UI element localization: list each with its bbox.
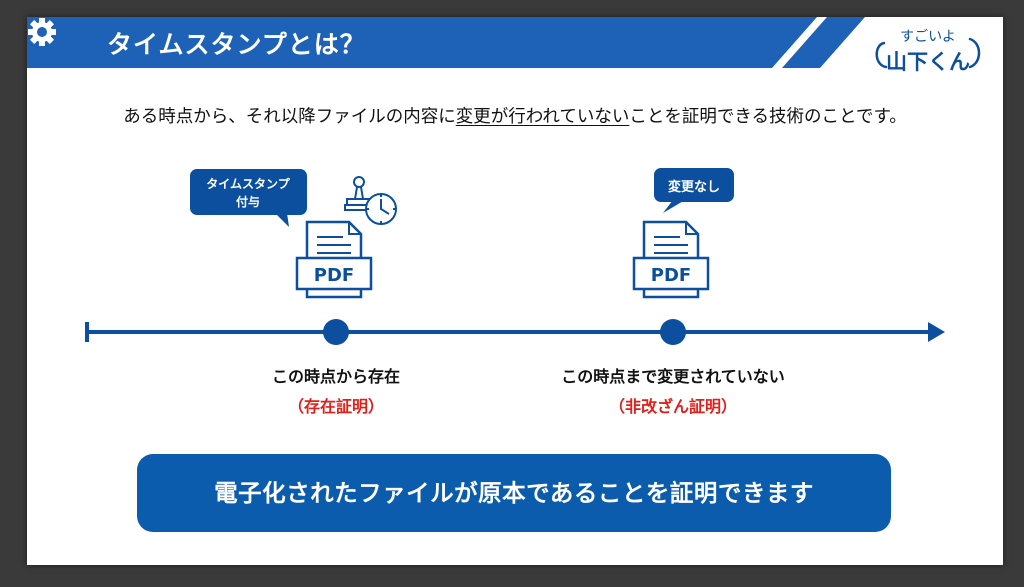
slide: タイムスタンプとは？ すごいよ 山下くん ある時点から、それ以降ファイルの内容に…	[27, 17, 1003, 565]
logo-line2: 山下くん	[886, 50, 970, 74]
intro-text: ある時点から、それ以降ファイルの内容に変更が行われていないことを証明できる技術の…	[27, 103, 1003, 128]
intro-underlined: 変更が行われていない	[455, 107, 630, 127]
timeline-point-right	[660, 319, 686, 345]
speech-bubble-right: 変更なし	[654, 168, 734, 213]
proof-right: （非改ざん証明）	[608, 397, 737, 416]
bubble-left-line1: タイムスタンプ	[206, 176, 290, 191]
caption-right: この時点まで変更されていない	[561, 367, 785, 386]
pdf-label-right: PDF	[651, 265, 691, 286]
intro-before: ある時点から、それ以降ファイルの内容に	[123, 107, 456, 127]
conclusion-banner: 電子化されたファイルが原本であることを証明できます	[137, 454, 891, 532]
title-bar: タイムスタンプとは？	[27, 17, 1003, 68]
bubble-left-line2: 付与	[236, 194, 260, 209]
pdf-label-left: PDF	[314, 265, 354, 286]
page-title: タイムスタンプとは？	[107, 30, 366, 59]
logo: すごいよ 山下くん	[875, 29, 981, 74]
title-bar-background	[27, 17, 865, 68]
timeline-point-left	[323, 319, 349, 345]
logo-line1: すごいよ	[900, 29, 956, 45]
caption-left: この時点から存在	[271, 367, 400, 386]
bubble-right-text: 変更なし	[668, 179, 720, 195]
intro-after: ことを証明できる技術のことです。	[629, 107, 907, 127]
timeline-arrowhead	[928, 322, 945, 342]
pdf-file-icon-left: PDF	[295, 220, 373, 299]
proof-left: （存在証明）	[287, 397, 384, 416]
stamp-clock-icon	[344, 176, 397, 225]
gear-icon	[28, 18, 56, 46]
speech-bubble-left: タイムスタンプ 付与	[190, 169, 307, 227]
timeline-diagram: タイムスタンプ 付与 PDF 変更なし	[85, 168, 945, 345]
pdf-file-icon-right: PDF	[632, 220, 710, 299]
